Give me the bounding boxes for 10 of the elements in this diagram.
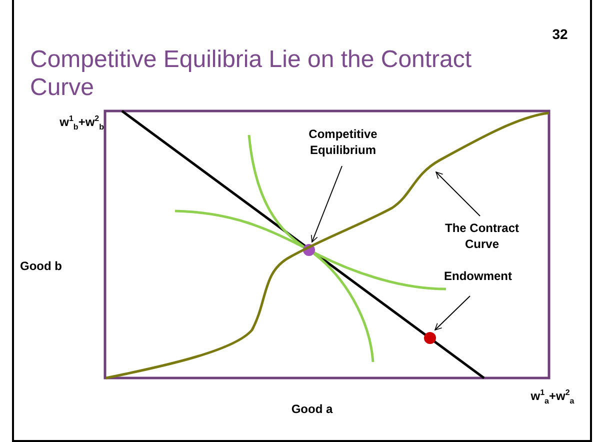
leader-line bbox=[310, 166, 342, 242]
callout-label: Endowment bbox=[428, 268, 528, 284]
axis-label: Good b bbox=[20, 258, 63, 274]
leader-line bbox=[436, 172, 480, 216]
slide-title: Competitive Equilibria Lie on the Contract Curve bbox=[30, 46, 473, 102]
leader-line bbox=[434, 296, 470, 330]
callout-label: Competitive Equilibrium bbox=[288, 126, 398, 158]
callout-label: The Contract Curve bbox=[432, 220, 532, 252]
axis-label: Good a bbox=[290, 401, 334, 417]
page-number: 32 bbox=[551, 26, 569, 42]
